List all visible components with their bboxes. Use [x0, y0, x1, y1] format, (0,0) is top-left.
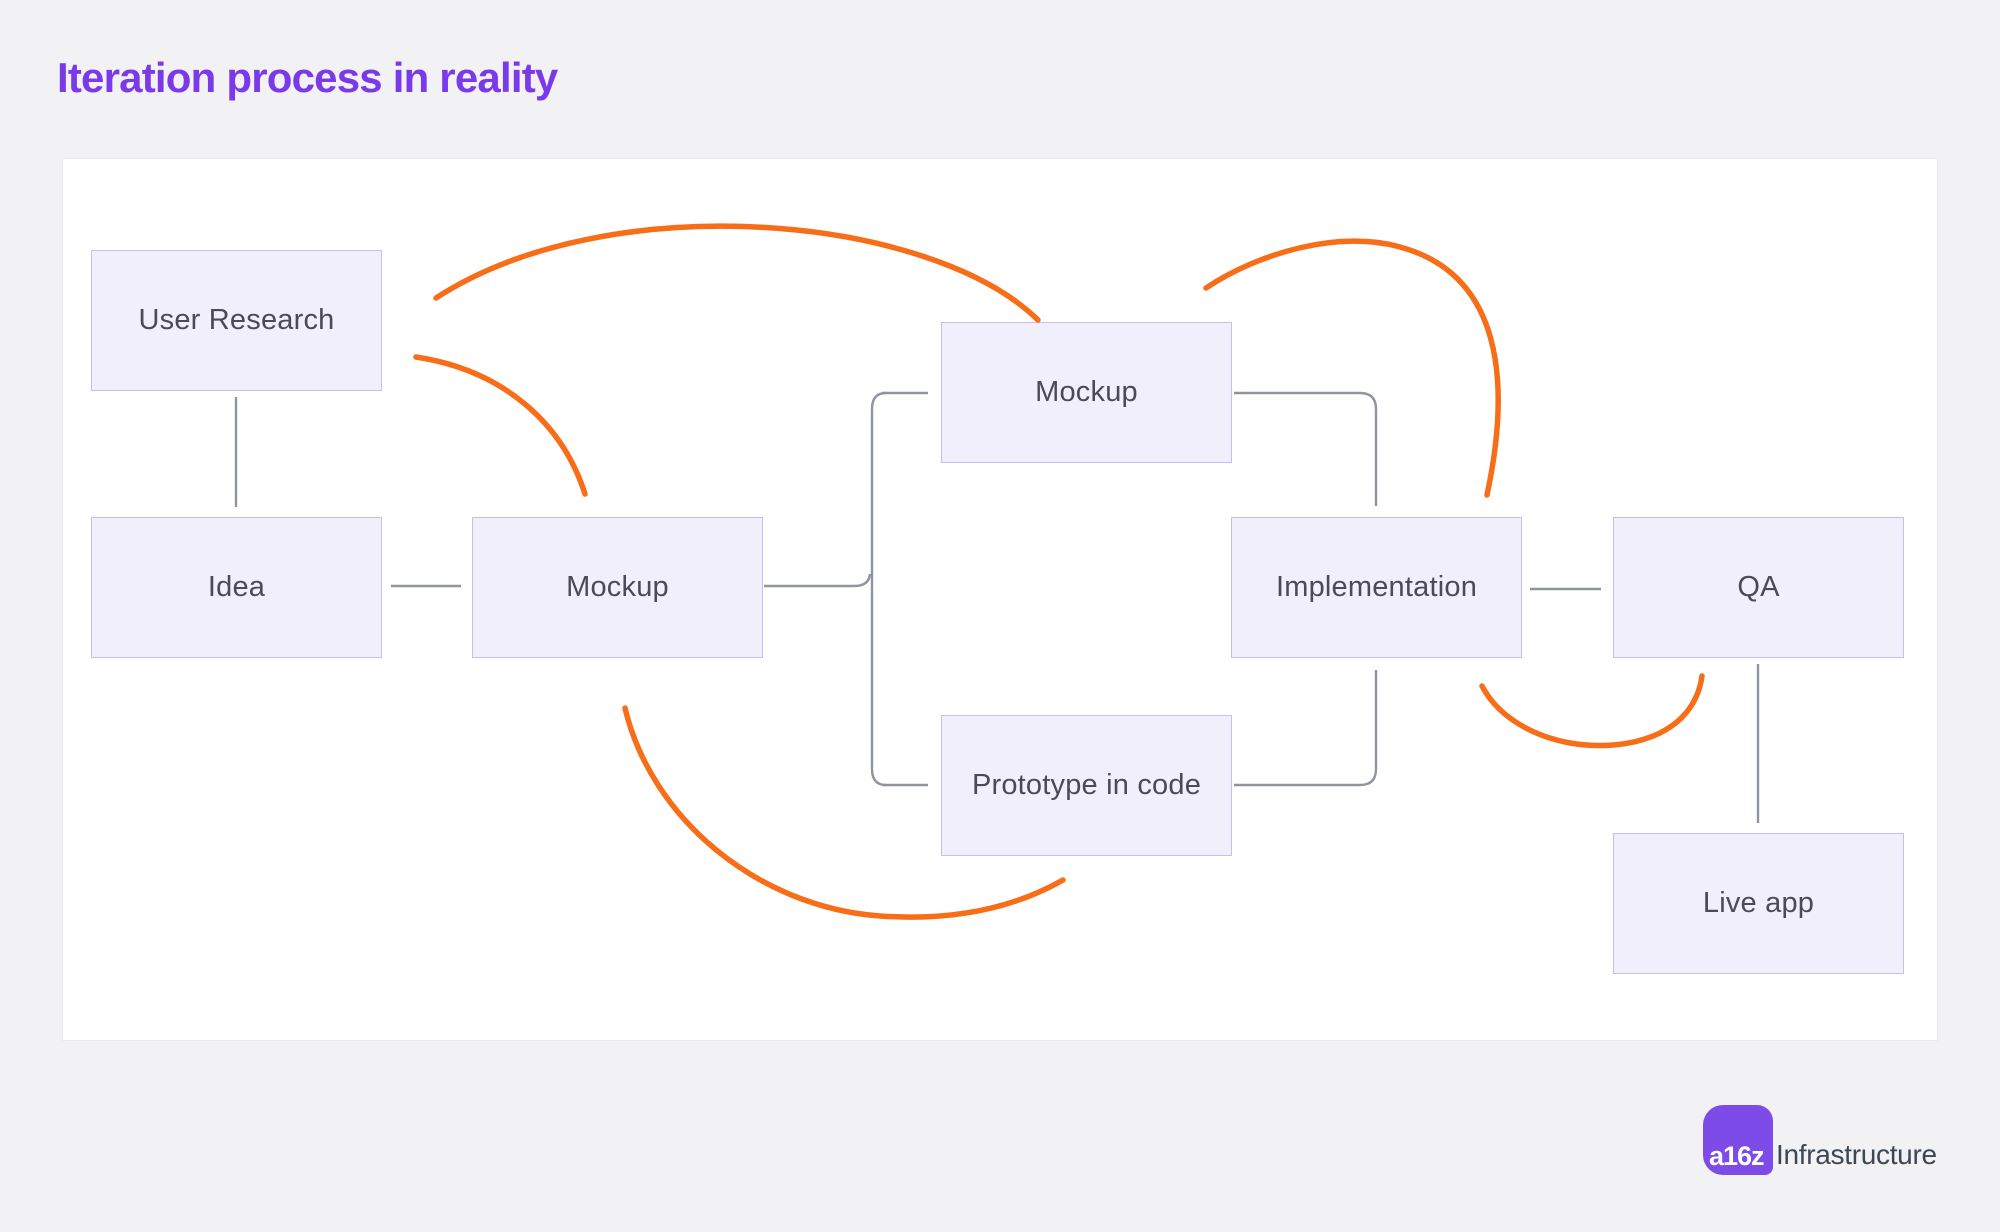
brand-wordmark: Infrastructure — [1776, 1139, 1937, 1170]
node-user-research: User Research — [91, 250, 382, 391]
node-label: Prototype in code — [971, 769, 1202, 801]
node-label: Implementation — [1275, 571, 1478, 603]
brand-logo: a16z Infrastructure — [1703, 1105, 1937, 1175]
node-live-app: Live app — [1613, 833, 1904, 974]
node-mockup-2: Mockup — [941, 322, 1232, 463]
node-label: Mockup — [566, 571, 669, 603]
node-qa: QA — [1613, 517, 1904, 658]
page-title: Iteration process in reality — [57, 54, 558, 101]
node-label: Idea — [207, 571, 266, 603]
node-mockup: Mockup — [472, 517, 763, 658]
node-label: Live app — [1702, 887, 1815, 919]
node-prototype-in-code: Prototype in code — [941, 715, 1232, 856]
node-label: Mockup — [1035, 376, 1138, 408]
a16z-logo-badge: a16z — [1703, 1105, 1773, 1175]
node-implementation: Implementation — [1231, 517, 1522, 658]
node-idea: Idea — [91, 517, 382, 658]
node-label: User Research — [138, 304, 335, 336]
a16z-logo-text: a16z — [1709, 1141, 1765, 1171]
node-label: QA — [1737, 571, 1780, 603]
